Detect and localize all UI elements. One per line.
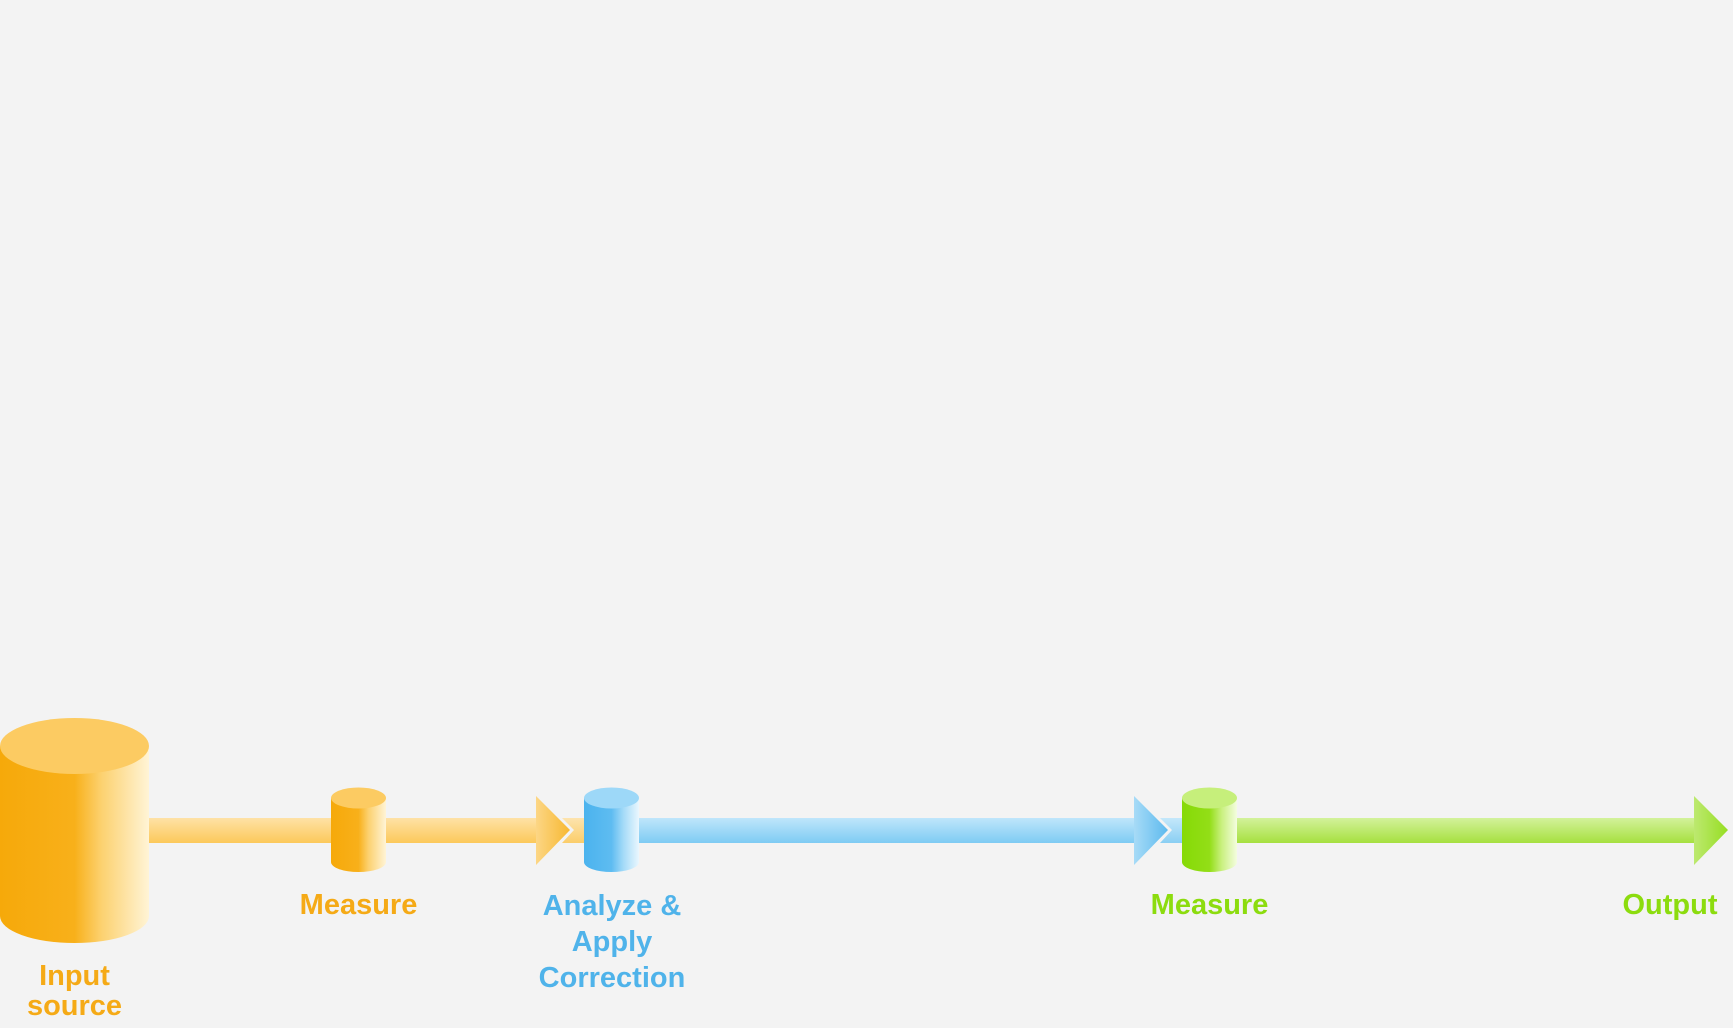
- label-line: Analyze &: [542, 890, 682, 922]
- measure-cylinder-orange: [331, 787, 386, 873]
- measure-cylinder-green: [1182, 787, 1237, 873]
- label-line: source: [26, 990, 123, 1022]
- label-input-source: Input source: [0, 958, 149, 1024]
- label-line: Measure: [1150, 889, 1269, 921]
- arrow-analyze-to-measure: [620, 796, 1186, 865]
- arrow-measure-to-output: [1220, 796, 1728, 865]
- label-line: Output: [1622, 889, 1718, 921]
- label-line: Apply: [571, 926, 653, 958]
- input-source-cylinder: [0, 718, 149, 943]
- label-measure-1: Measure: [268, 887, 449, 923]
- label-output: Output: [1610, 887, 1730, 923]
- label-line: Measure: [299, 889, 418, 921]
- analyze-cylinder-blue: [584, 787, 639, 873]
- label-line: Correction: [538, 962, 686, 994]
- label-line: Input: [39, 960, 110, 992]
- label-measure-2: Measure: [1119, 887, 1300, 923]
- label-analyze: Analyze & Apply Correction: [512, 888, 712, 996]
